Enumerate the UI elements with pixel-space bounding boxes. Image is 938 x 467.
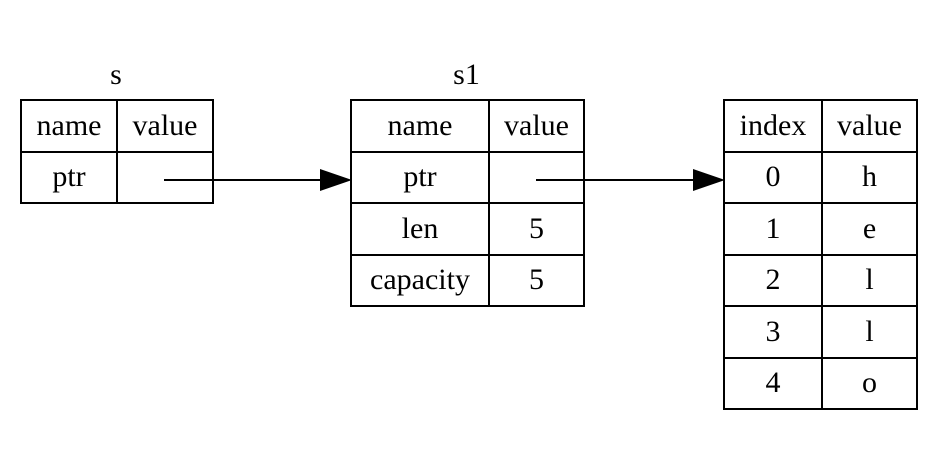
heap-row: 0 h	[723, 150, 918, 204]
s1-capacity-value: 5	[488, 253, 585, 307]
s1-table: name value ptr len 5 capacity 5	[350, 99, 585, 307]
heap-row: 4 o	[723, 356, 918, 410]
heap-index: 1	[723, 202, 823, 256]
heap-row: 3 l	[723, 305, 918, 359]
heap-index: 3	[723, 305, 823, 359]
s-header-row: name value	[20, 99, 214, 153]
heap-header-value: value	[821, 99, 918, 153]
s-ptr-value	[116, 150, 214, 204]
heap-value: e	[821, 202, 918, 256]
s1-capacity-name: capacity	[350, 253, 490, 307]
s1-row-capacity: capacity 5	[350, 253, 585, 307]
s-table: name value ptr	[20, 99, 214, 204]
heap-value: l	[821, 253, 918, 307]
heap-value: o	[821, 356, 918, 410]
heap-index: 4	[723, 356, 823, 410]
s-header-name: name	[20, 99, 118, 153]
heap-table: index value 0 h 1 e 2 l 3 l 4 o	[723, 99, 918, 410]
heap-value: l	[821, 305, 918, 359]
heap-header-index: index	[723, 99, 823, 153]
s1-title: s1	[453, 58, 480, 91]
s1-header-name: name	[350, 99, 490, 153]
arrow-s-to-s1	[164, 169, 352, 191]
s1-row-len: len 5	[350, 202, 585, 256]
heap-index: 2	[723, 253, 823, 307]
s-ptr-name: ptr	[20, 150, 118, 204]
s-title: s	[110, 58, 122, 91]
heap-header-row: index value	[723, 99, 918, 153]
s-row-ptr: ptr	[20, 150, 214, 204]
s-header-value: value	[116, 99, 214, 153]
arrow-s1-to-heap	[536, 169, 725, 191]
s1-header-value: value	[488, 99, 585, 153]
heap-row: 1 e	[723, 202, 918, 256]
heap-index: 0	[723, 150, 823, 204]
s1-len-name: len	[350, 202, 490, 256]
s1-ptr-name: ptr	[350, 150, 490, 204]
s1-header-row: name value	[350, 99, 585, 153]
heap-value: h	[821, 150, 918, 204]
s1-ptr-value	[488, 150, 585, 204]
s1-len-value: 5	[488, 202, 585, 256]
heap-row: 2 l	[723, 253, 918, 307]
s1-row-ptr: ptr	[350, 150, 585, 204]
